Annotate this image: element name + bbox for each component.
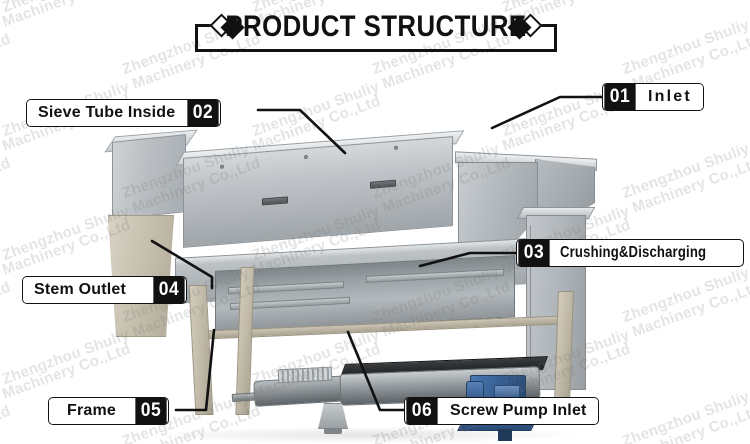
callout-number-01: 01	[604, 84, 636, 110]
panel-bolt	[394, 145, 398, 150]
callout-label-05: Frame	[49, 398, 135, 424]
pump-foot-pad	[324, 428, 342, 434]
motor-foot	[498, 429, 512, 441]
cabinet-seam	[530, 225, 531, 383]
pump-mount-foot	[318, 403, 348, 429]
callout-number-03: 03	[518, 240, 550, 266]
callout-05-frame: Frame 05	[48, 397, 170, 425]
panel-bolt	[304, 154, 308, 160]
callout-03-crushing-discharging: 03 Crushing&Discharging	[516, 239, 744, 267]
callout-number-05: 05	[135, 398, 167, 424]
callout-number-06: 06	[406, 398, 438, 424]
frame-leg	[188, 285, 214, 415]
callout-number-02: 02	[187, 100, 220, 126]
sieve-left-cap	[112, 134, 186, 220]
callout-01-inlet: 01 Inlet	[602, 83, 704, 111]
callout-label-01: Inlet	[637, 84, 703, 110]
banner-bracket-stub-left	[195, 24, 217, 27]
callout-02-sieve-tube-inside: Sieve Tube Inside 02	[26, 99, 222, 127]
title-banner: PRODUCT STRUCTURE	[193, 6, 559, 54]
callout-label-03: Crushing&Discharging	[551, 240, 707, 266]
pump-motor-fins	[277, 366, 333, 384]
callout-number-04: 04	[153, 277, 185, 303]
callout-label-02: Sieve Tube Inside	[27, 100, 187, 126]
callout-04-stem-outlet: Stem Outlet 04	[22, 276, 187, 304]
page-title: PRODUCT STRUCTURE	[225, 10, 527, 43]
watermark-text: Zhengzhou Shuliy Machinery Co.,Ltd	[0, 0, 13, 16]
callout-label-06: Screw Pump Inlet	[439, 398, 598, 424]
callout-label-04: Stem Outlet	[23, 277, 152, 303]
cover-hinge	[262, 196, 288, 206]
trough-slat	[366, 268, 504, 283]
cover-hinge	[370, 179, 396, 189]
callout-06-screw-pump-inlet: 06 Screw Pump Inlet	[404, 397, 599, 425]
banner-bracket	[195, 24, 557, 52]
panel-bolt	[220, 164, 224, 169]
ground-shadow	[150, 427, 580, 443]
banner-bracket-stub-right	[535, 24, 557, 27]
